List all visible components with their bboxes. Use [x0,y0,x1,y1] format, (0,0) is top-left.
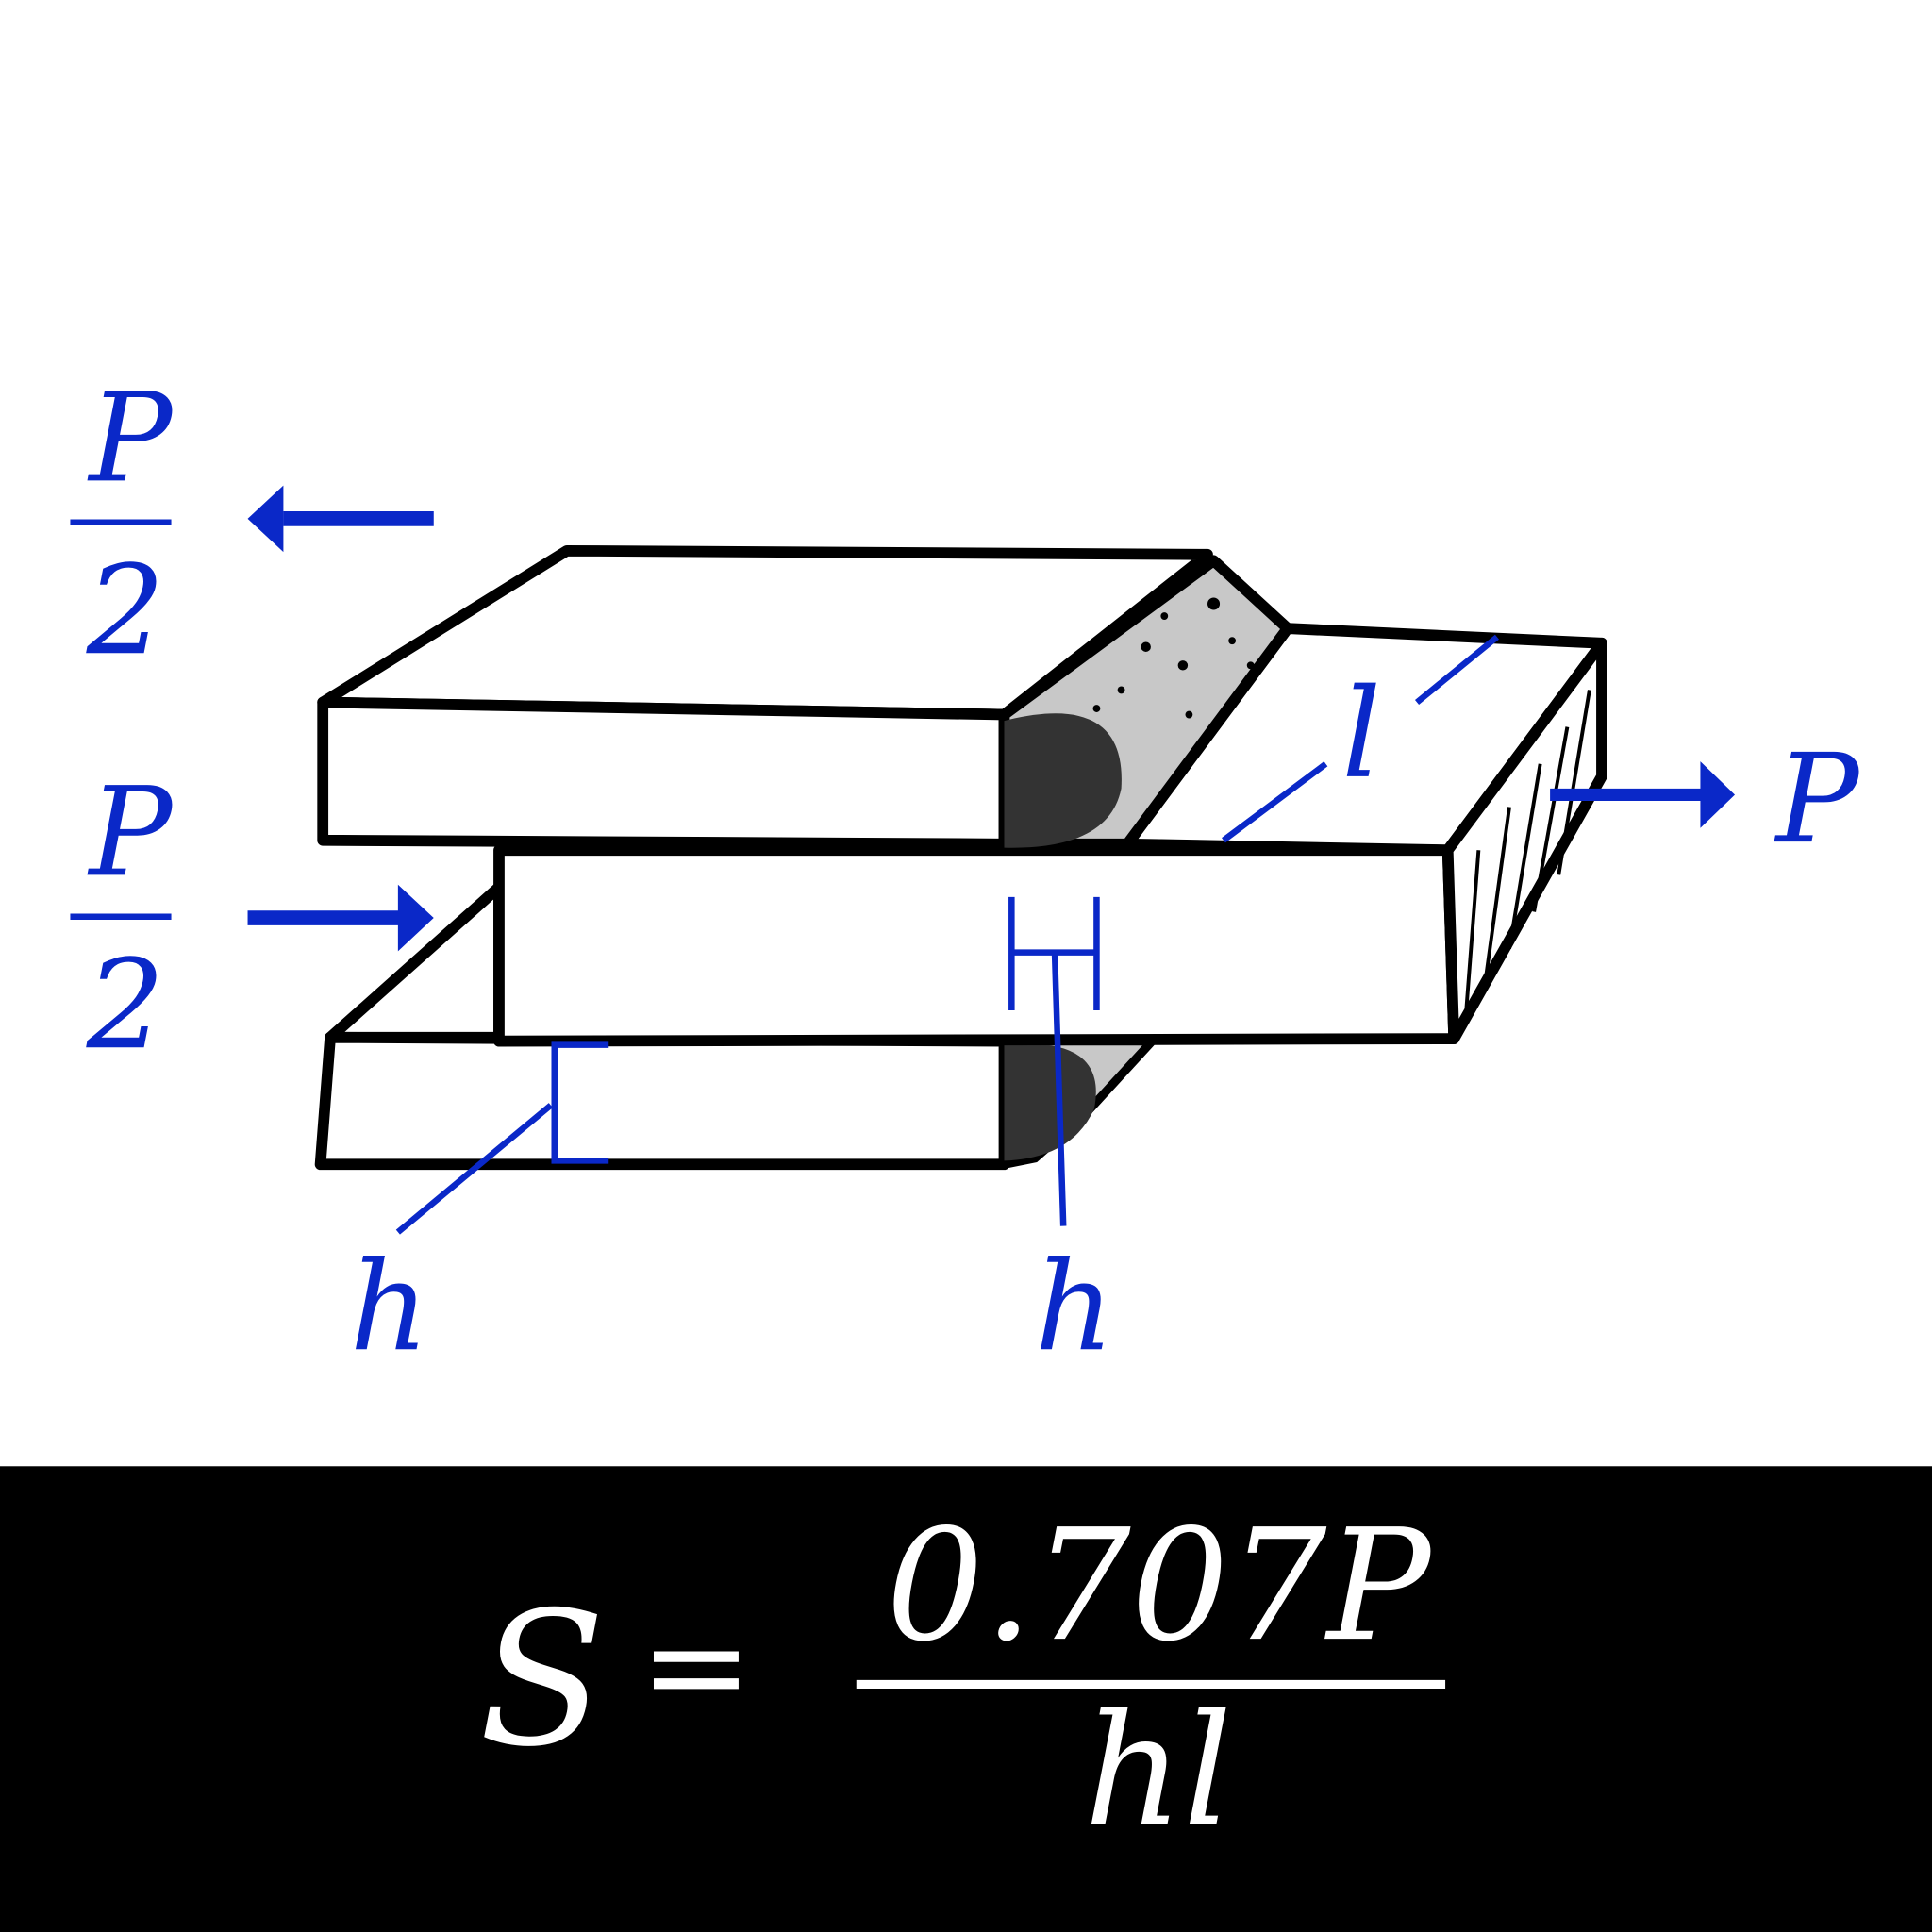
left-top-force: P 2 [70,366,434,682]
leg-dimension-left: h [350,1041,609,1378]
leg-label: h [1035,1235,1114,1378]
formula-denominator: hl [1084,1680,1232,1860]
force-numerator: P [88,760,175,904]
arrow-left-icon [247,485,434,553]
formula-band: S = 0.707P hl [0,1466,1932,1932]
force-numerator: P [88,366,175,509]
formula-equals: = [640,1588,753,1745]
hatch-lines [1464,690,1591,1011]
formula-lhs: S [479,1573,606,1788]
force-denominator: 2 [86,933,165,1076]
force-label: P [1774,727,1861,871]
length-label: l [1341,662,1381,806]
bottom-weld [999,1037,1162,1170]
top-plate [317,544,1213,850]
arrow-right-icon [1550,761,1736,828]
left-bottom-force: P 2 [70,760,434,1076]
right-force: P [1550,727,1861,871]
top-weld [998,555,1293,850]
formula-numerator: 0.707P [886,1495,1433,1675]
arrow-right-icon [247,884,434,952]
length-dimension: l [1222,634,1500,843]
leg-label: h [350,1235,429,1378]
leg-dimension-right: h [1008,896,1114,1378]
force-denominator: 2 [86,539,165,682]
middle-plate [493,623,1607,1047]
